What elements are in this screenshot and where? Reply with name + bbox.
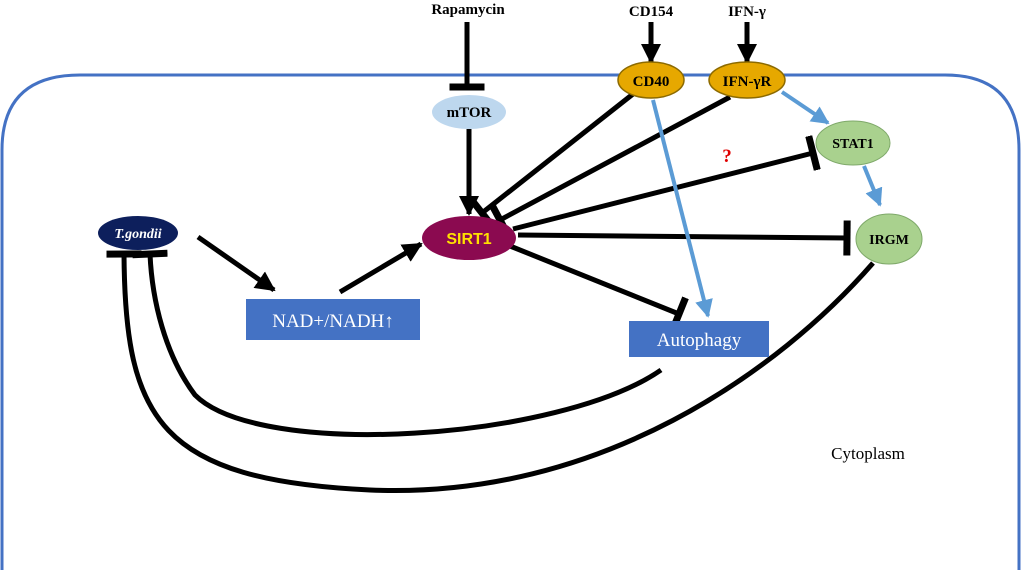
edge-sirt1-inhibits-irgm (517, 220, 851, 256)
edge-ifngr-to-stat1 (780, 90, 830, 125)
node-nad-label: NAD+/NADH↑ (272, 311, 394, 332)
question-mark: ? (722, 146, 732, 167)
label-ifng: IFN-γ (728, 4, 766, 20)
edge-ifngr-inhibits-sirt1 (488, 94, 732, 238)
node-irgm-label: IRGM (869, 233, 909, 248)
node-cd40-label: CD40 (633, 74, 670, 90)
node-sirt1-label: SIRT1 (446, 231, 491, 248)
node-tgondii: T.gondii (98, 216, 178, 250)
node-ifngr-label: IFN-γR (723, 74, 772, 90)
cell-membrane (0, 73, 1021, 570)
node-sirt1: SIRT1 (422, 216, 516, 260)
edge-nad-to-sirt1 (338, 241, 423, 295)
node-autophagy-label: Autophagy (657, 330, 742, 351)
node-stat1: STAT1 (815, 120, 891, 166)
edge-tgondii-to-nad (196, 234, 276, 293)
node-ifngr: IFN-γR (708, 61, 786, 99)
node-stat1-label: STAT1 (832, 137, 874, 152)
label-cytoplasm: Cytoplasm (831, 444, 905, 463)
node-mtor: mTOR (432, 95, 506, 129)
node-autophagy: Autophagy (629, 321, 769, 357)
edge-cd40-to-autophagy (651, 99, 713, 318)
node-tgondii-label: T.gondii (114, 227, 161, 242)
node-irgm: IRGM (855, 213, 923, 265)
node-mtor-label: mTOR (447, 105, 492, 121)
label-rapamycin: Rapamycin (431, 2, 505, 18)
edge-sirt1-inhibits-autophagy (509, 243, 689, 332)
edge-stat1-to-irgm (862, 165, 883, 207)
label-cd154: CD154 (629, 4, 674, 20)
edge-autophagy-inhibits-tgondii (132, 249, 663, 437)
node-cd40: CD40 (617, 61, 685, 99)
edge-cd40-inhibits-sirt1 (468, 92, 635, 229)
edge-irgm-inhibits-tgondii (106, 250, 875, 494)
edge-sirt1-inhibits-stat1 (512, 135, 821, 232)
node-nad: NAD+/NADH↑ (246, 299, 420, 340)
